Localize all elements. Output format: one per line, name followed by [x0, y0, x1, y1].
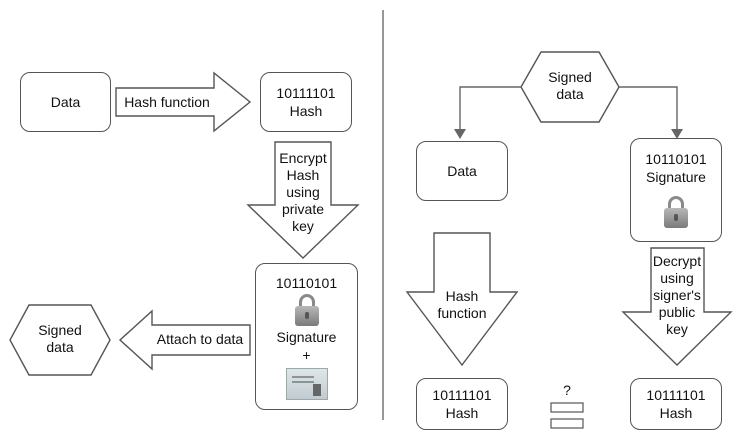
decrypt-arrow-shape	[621, 247, 733, 366]
right-hash-function-line-1: Hash	[445, 288, 479, 304]
padlock-icon	[294, 294, 319, 326]
decrypt-line-3: signer's	[653, 287, 701, 303]
decrypt-line-1: Decrypt	[652, 253, 702, 269]
decrypt-line-5: key	[666, 321, 688, 337]
encrypt-arrow-label: Encrypt Hash using private key	[276, 150, 330, 235]
right-signature-bits: 10110101	[645, 151, 707, 167]
encrypt-line-5: key	[292, 218, 314, 234]
equals-icon	[550, 402, 584, 429]
decrypt-line-2: using	[660, 270, 694, 286]
left-data-box: Data	[20, 72, 111, 132]
connector-to-signature	[619, 86, 678, 134]
right-signed-line-1: Signed	[548, 69, 592, 85]
decrypt-line-4: public	[658, 304, 696, 320]
left-data-label: Data	[50, 94, 81, 110]
right-data-box: Data	[416, 141, 508, 201]
encrypt-line-2: Hash	[286, 167, 320, 183]
right-hash-box-right: 10111101 Hash	[630, 378, 722, 430]
encrypt-line-4: private	[281, 201, 325, 217]
left-signed-data-hexagon	[9, 304, 111, 376]
right-hash-box-left: 10111101 Hash	[416, 378, 508, 430]
hash-function-arrow-shape	[115, 71, 252, 133]
left-signature-label: Signature	[276, 329, 337, 345]
left-hash-label: Hash	[289, 103, 323, 119]
left-signed-line-2: data	[46, 339, 74, 355]
signature-plus: +	[302, 347, 311, 363]
attach-arrow-shape	[118, 309, 251, 371]
decrypt-arrow-label: Decrypt using signer's public key	[645, 253, 709, 338]
right-hash-function-line-2: function	[437, 305, 487, 321]
right-hash-function-label: Hash function	[430, 288, 494, 322]
left-hash-box: 10111101 Hash	[260, 72, 352, 132]
right-hash-left-label: Hash	[445, 405, 479, 421]
left-hash-bits: 10111101	[276, 85, 336, 101]
encrypt-line-1: Encrypt	[279, 150, 327, 166]
connector-to-data	[459, 86, 521, 134]
right-signature-box: 10110101 Signature	[630, 138, 722, 242]
right-hash-left-bits: 10111101	[432, 387, 492, 403]
right-signed-line-2: data	[556, 86, 584, 102]
left-signature-box: 10110101 Signature +	[255, 263, 358, 410]
right-signature-label: Signature	[646, 169, 706, 185]
encrypt-arrow-shape	[246, 141, 360, 259]
certificate-icon	[285, 368, 328, 400]
connector-to-data-head	[454, 129, 466, 139]
compare-question-mark: ?	[563, 382, 571, 398]
right-signed-data-label: Signed data	[540, 69, 600, 103]
encrypt-line-3: using	[286, 184, 320, 200]
right-hash-right-bits: 10111101	[646, 387, 706, 403]
padlock-icon	[664, 196, 688, 228]
attach-arrow-label: Attach to data	[156, 331, 244, 347]
right-data-label: Data	[447, 163, 477, 179]
hash-function-arrow-label: Hash function	[124, 94, 210, 110]
left-signature-bits: 10110101	[275, 275, 338, 291]
connector-to-signature-head	[671, 129, 683, 139]
right-hash-right-label: Hash	[659, 405, 693, 421]
right-hash-function-arrow-shape	[405, 232, 519, 367]
left-signed-data-label: Signed data	[30, 322, 90, 356]
left-signed-line-1: Signed	[38, 322, 82, 338]
